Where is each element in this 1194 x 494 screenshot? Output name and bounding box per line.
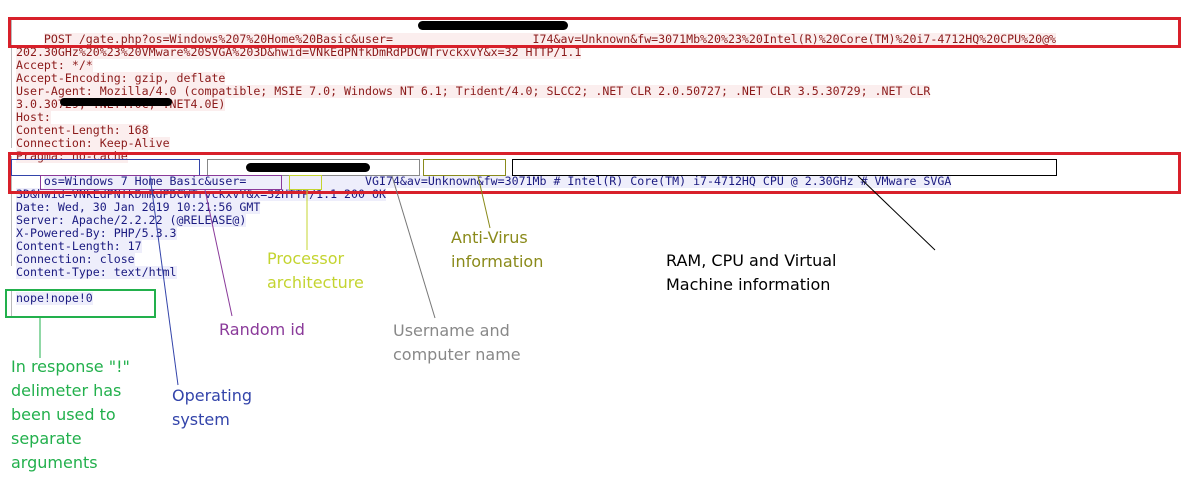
response-header: Connection: close xyxy=(16,252,135,266)
annotation-random-id: Random id xyxy=(219,320,305,339)
response-header: Content-Length: 17 xyxy=(16,239,142,253)
annotation-delimiter: In response "!" delimeter has been used … xyxy=(11,357,130,472)
response-header: X-Powered-By: PHP/5.3.3 xyxy=(16,226,177,240)
request-header: Connection: Keep-Alive xyxy=(16,136,170,150)
response-body-box xyxy=(5,289,156,318)
redaction-user-request xyxy=(418,21,568,30)
request-header: Accept: */* xyxy=(16,58,93,72)
gutter-line xyxy=(11,290,12,316)
redaction-host xyxy=(60,98,172,106)
response-line: os=Windows 7 Home Basic&user= VGI74&av=U… xyxy=(43,174,952,188)
request-header: Accept-Encoding: gzip, deflate xyxy=(16,71,226,85)
request-header: Host: xyxy=(16,110,51,124)
response-params-highlight xyxy=(8,152,1181,194)
connector-ram xyxy=(857,175,936,251)
annotation-username: Username and computer name xyxy=(393,321,521,364)
arch-box xyxy=(289,175,322,190)
response-body: nope!nope!0 xyxy=(16,291,93,305)
request-line: 202.30GHz%20%23%20VMware%20SVGA%203D&hwi… xyxy=(16,45,582,59)
request-line-highlight xyxy=(8,17,1181,48)
connector-random-id xyxy=(204,189,233,317)
av-box xyxy=(423,159,506,176)
annotation-ram-cpu-vm: RAM, CPU and Virtual Machine information xyxy=(666,251,837,294)
request-line: POST /gate.php?os=Windows%207%20Home%20B… xyxy=(43,32,1057,46)
connector-username xyxy=(391,175,436,319)
request-header: Content-Length: 168 xyxy=(16,123,149,137)
fw-box xyxy=(512,159,1057,176)
response-header: Date: Wed, 30 Jan 2019 10:21:56 GMT xyxy=(16,200,261,214)
connector-antivirus xyxy=(477,175,491,229)
response-header: Server: Apache/2.2.22 (@RELEASE@) xyxy=(16,213,247,227)
annotation-processor: Processor architecture xyxy=(267,249,364,292)
request-header: User-Agent: Mozilla/4.0 (compatible; MSI… xyxy=(16,84,931,98)
connector-os xyxy=(149,175,179,386)
redaction-user-response xyxy=(246,163,370,172)
response-header: Content-Type: text/html xyxy=(16,265,177,279)
gutter-line xyxy=(11,18,12,148)
hwid-box xyxy=(40,175,282,190)
annotation-os: Operating system xyxy=(172,386,252,429)
annotation-antivirus: Anti-Virus information xyxy=(451,228,544,271)
gutter-line xyxy=(11,156,12,266)
